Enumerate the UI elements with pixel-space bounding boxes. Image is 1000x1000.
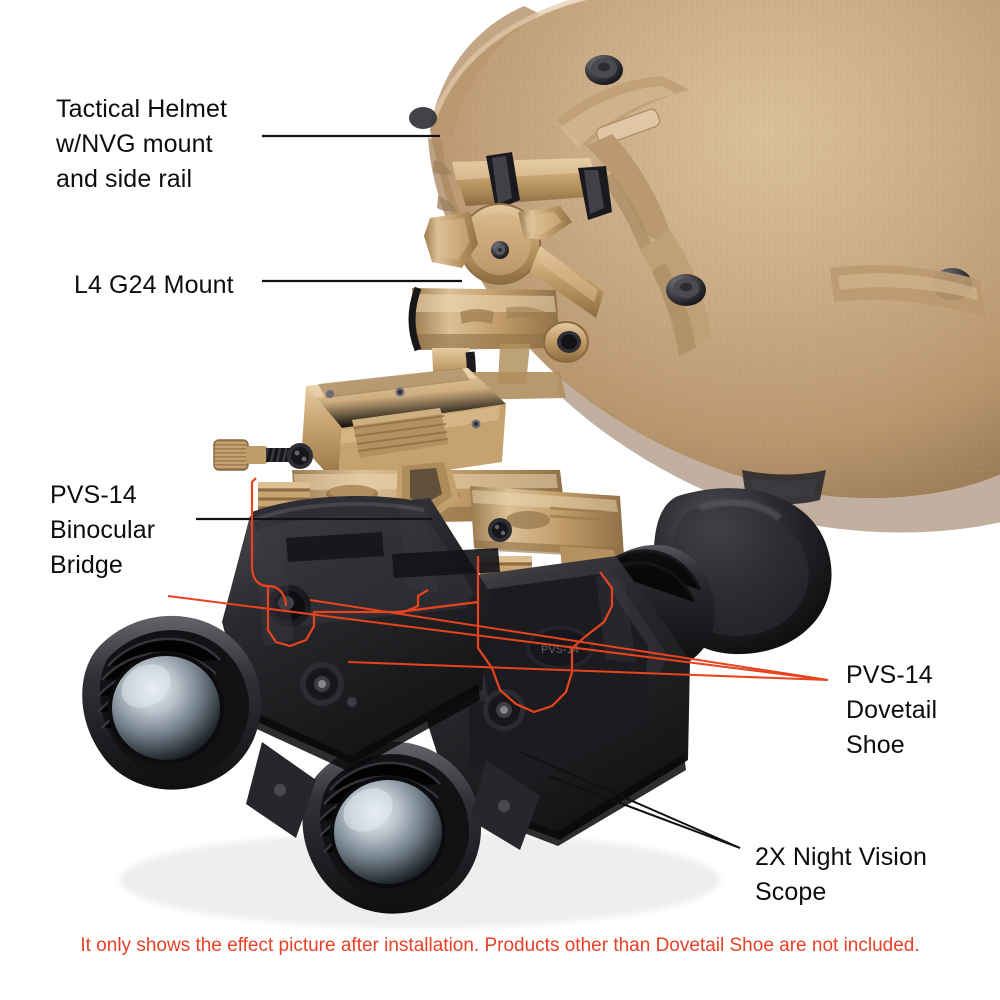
callout-label-tactical-helmet: Tactical Helmet w/NVG mount and side rai… [56,95,227,193]
objective-lens-right [302,741,482,914]
svg-text:PVS-14: PVS-14 [541,644,579,656]
callout-label-l4-g24-mount: L4 G24 Mount [74,271,234,299]
helmet-side-rail [556,76,712,356]
bridge-left-tensioner [213,439,313,471]
l4-g24-mount [408,152,612,433]
tactical-helmet [409,0,1000,533]
objective-lens-left [82,615,262,790]
callout-label-2x-night-vision-scope: 2X Night Vision Scope [755,843,927,906]
callout-label-pvs14-dovetail-shoe: PVS-14 Dovetail Shoe [846,661,938,759]
helmet-rear-rail [830,265,986,318]
disclaimer-text: It only shows the effect picture after i… [80,935,920,956]
callout-label-pvs14-binocular-bridge: PVS-14 Binocular Bridge [50,481,156,579]
